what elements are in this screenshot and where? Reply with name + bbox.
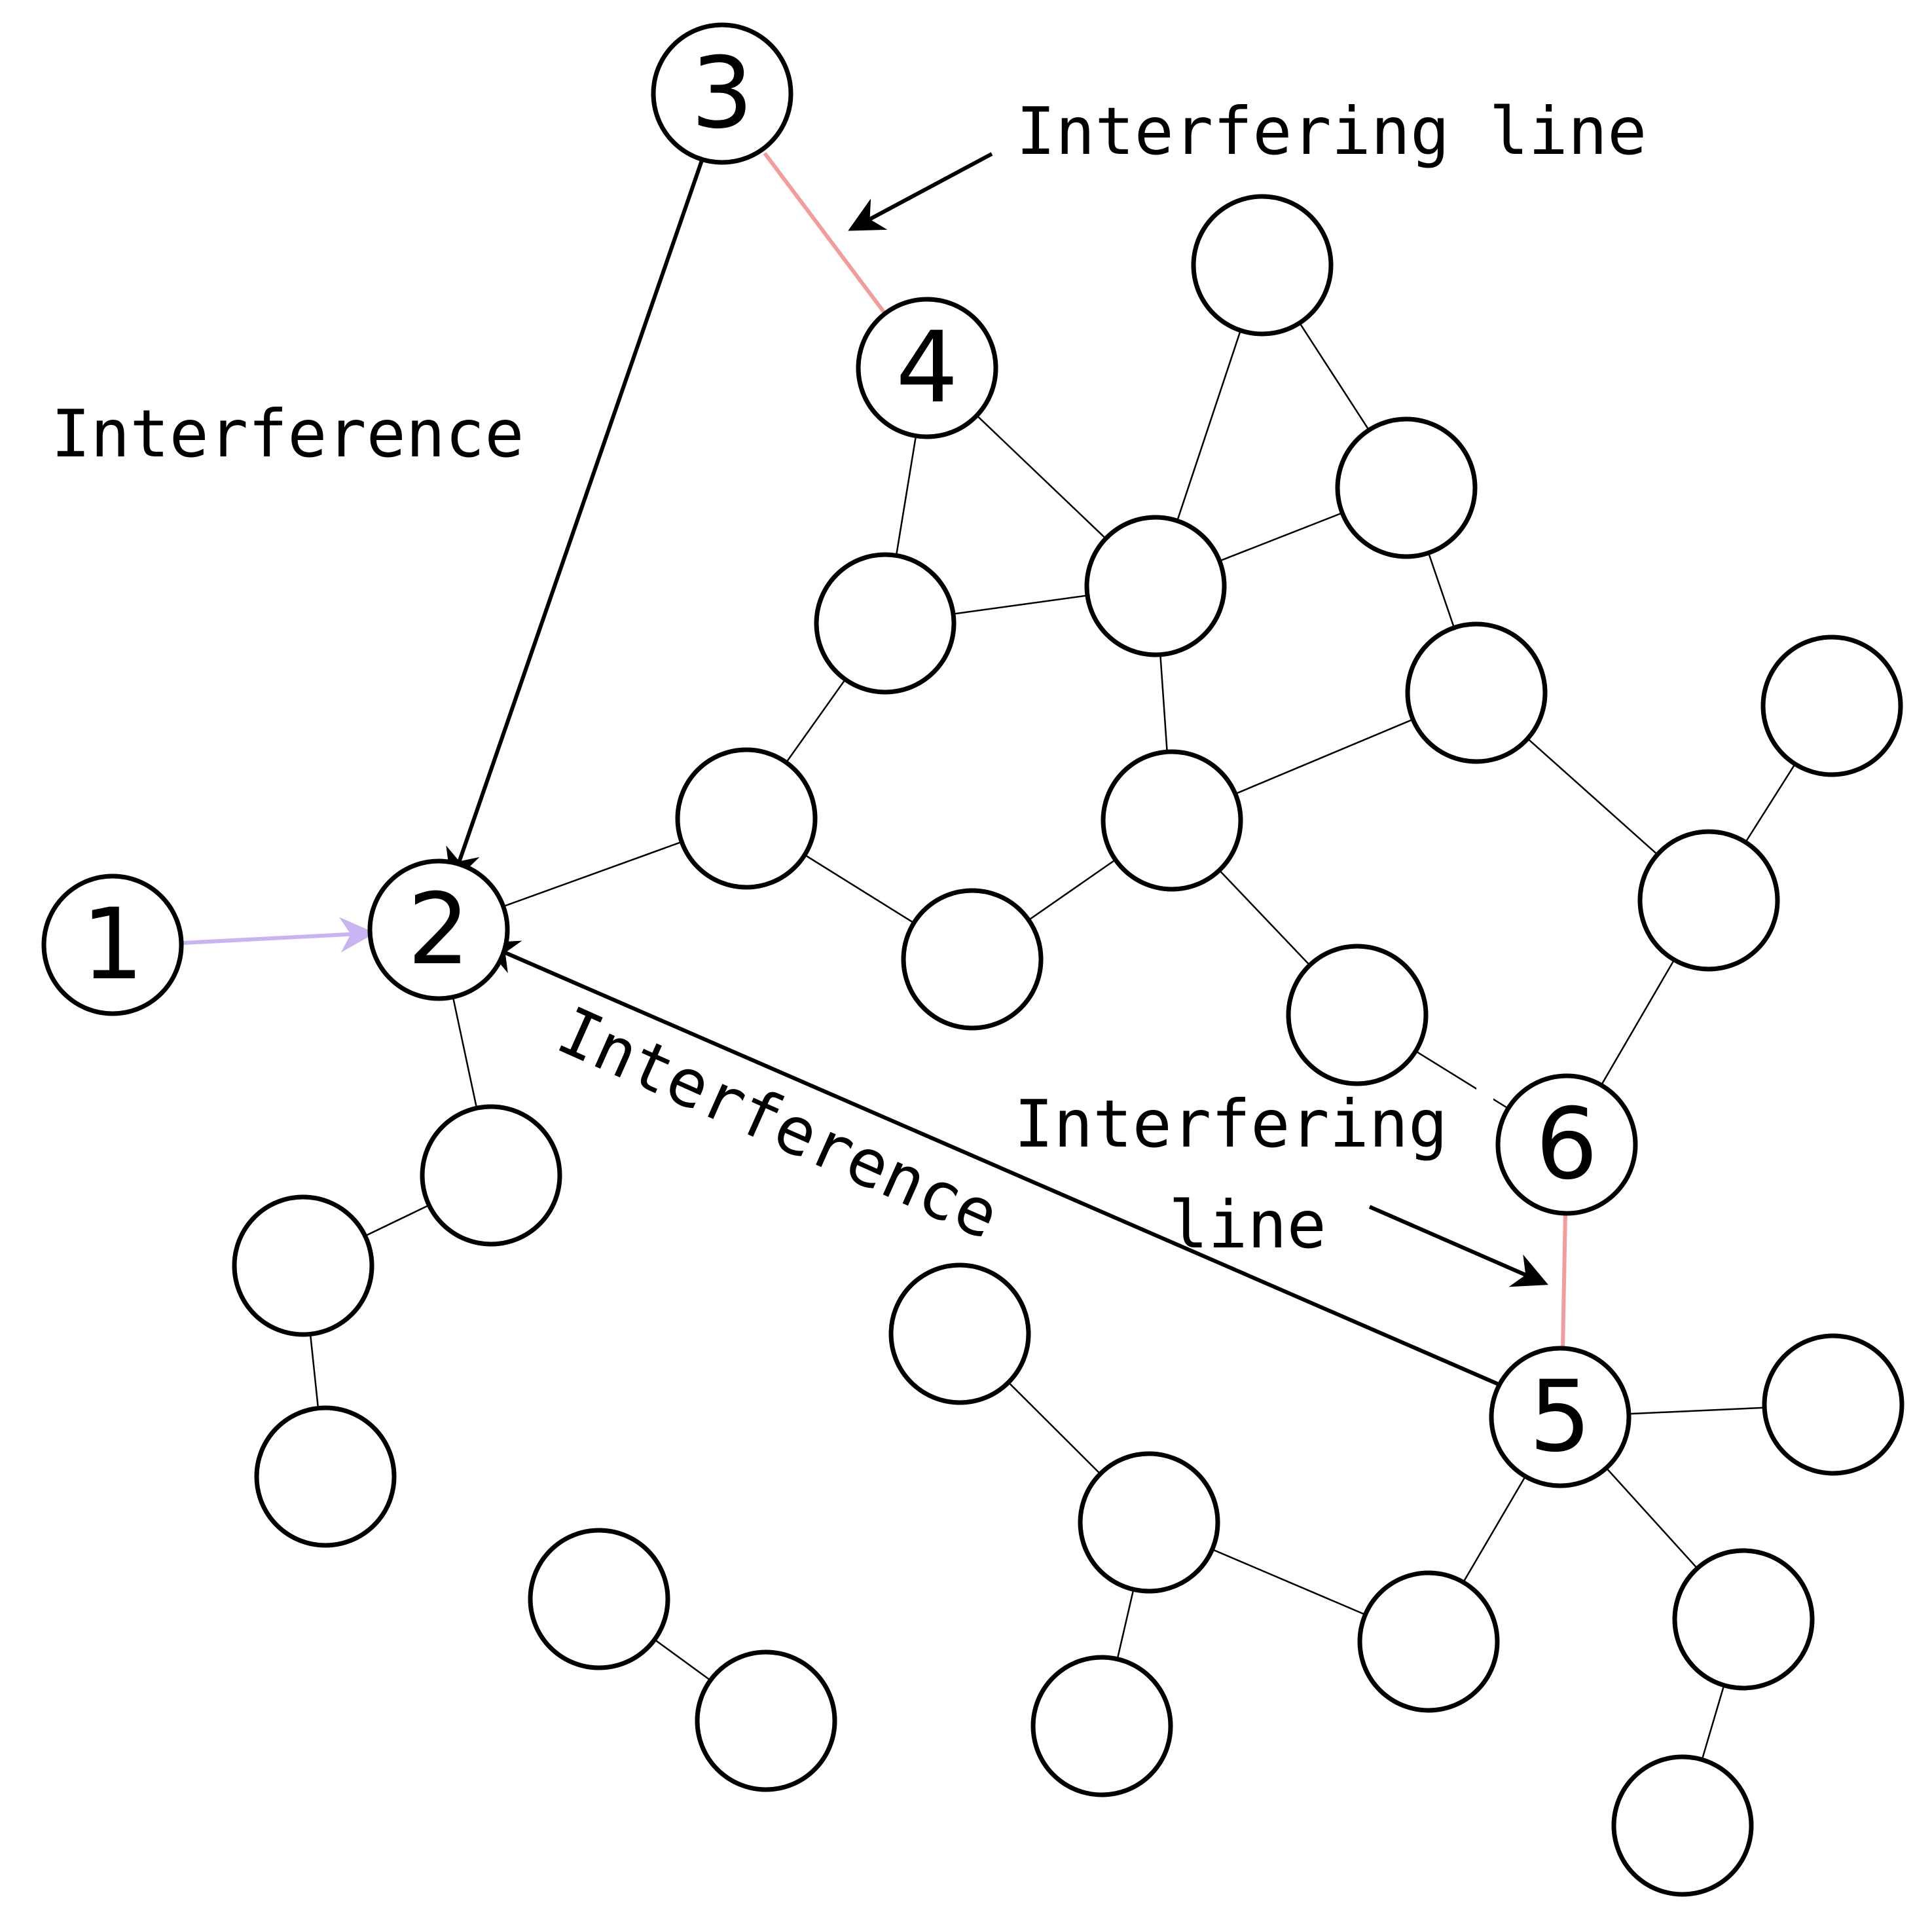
network-node	[1405, 621, 1548, 764]
network-node	[675, 747, 818, 890]
network-node	[695, 1649, 837, 1792]
network-node	[232, 1194, 374, 1337]
interference-arrow-5-to-2	[483, 940, 1510, 1391]
network-node	[1078, 1451, 1220, 1594]
interference-label-left: Interference	[51, 396, 524, 472]
node-5-circle	[1489, 1346, 1631, 1488]
signal-arrow-1-to-2	[183, 917, 376, 953]
unlabeled-nodes	[232, 194, 1905, 1897]
network-node	[1760, 635, 1903, 777]
node-1: 1	[41, 874, 184, 1016]
pointer-arrow-top	[848, 152, 993, 231]
node-3-label: 3	[691, 37, 753, 151]
interference-label-diagonal: Interference	[547, 992, 1010, 1255]
network-node	[814, 552, 957, 695]
node-5-label: 5	[1529, 1360, 1591, 1474]
node-4-circle	[856, 297, 998, 439]
interfering-line-label-bottom-2: line	[1169, 1187, 1326, 1263]
interference-arrow-3-to-2	[446, 160, 704, 885]
network-node	[1286, 944, 1429, 1086]
node-2-label: 2	[407, 873, 469, 987]
network-node	[1335, 416, 1478, 559]
network-node	[1101, 749, 1243, 892]
node-1-label: 1	[81, 888, 143, 1002]
interfering-line-arrow-3-to-4	[763, 152, 907, 343]
node-2: 2	[367, 858, 510, 1001]
network-node	[1030, 1655, 1173, 1797]
node-2-circle	[367, 858, 510, 1001]
network-node	[1611, 1754, 1754, 1897]
node-6: 6	[1495, 1073, 1638, 1216]
network-node	[1191, 194, 1334, 337]
node-6-circle	[1495, 1073, 1638, 1216]
network-node	[254, 1405, 397, 1548]
pointer-arrow-bottom	[1368, 1205, 1548, 1287]
network-node	[1357, 1570, 1500, 1713]
network-node	[420, 1104, 562, 1247]
interfering-line-label-top: Interfering line	[1016, 93, 1647, 170]
network-node	[528, 1528, 670, 1670]
interference-arrows	[183, 152, 1584, 1391]
network-node	[1637, 829, 1780, 972]
node-4: 4	[856, 297, 998, 439]
node-6-label: 6	[1535, 1088, 1597, 1202]
label-background	[1476, 1087, 1493, 1156]
network-node	[1084, 515, 1227, 657]
node-5: 5	[1489, 1346, 1631, 1488]
network-node	[1762, 1333, 1905, 1476]
network-node	[888, 1262, 1031, 1405]
network-node	[901, 888, 1044, 1031]
labeled-nodes: 1 2 3 4 5 6	[41, 22, 1638, 1488]
node-3: 3	[651, 22, 793, 165]
node-1-circle	[41, 874, 184, 1016]
node-4-label: 4	[896, 311, 958, 425]
interfering-line-label-bottom-1: Interfering	[1014, 1086, 1448, 1162]
node-3-circle	[651, 22, 793, 165]
network-node	[1672, 1548, 1815, 1691]
